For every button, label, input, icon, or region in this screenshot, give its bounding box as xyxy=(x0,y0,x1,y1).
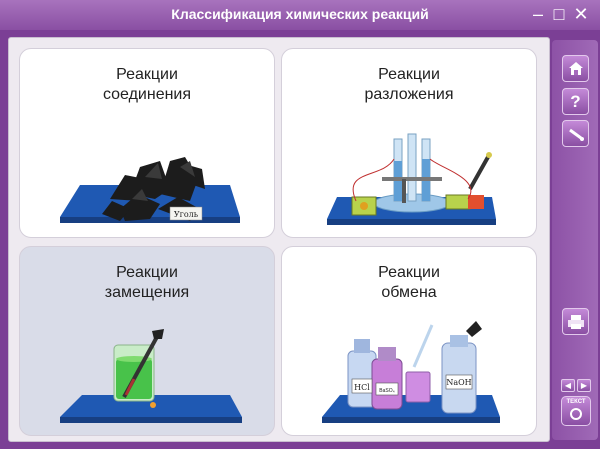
help-button[interactable]: ? xyxy=(562,88,589,115)
text-button-label: ТЕКСТ xyxy=(566,399,586,405)
window-title: Классификация химических реакций xyxy=(171,6,429,22)
content-frame: Реакции соединения Уголь xyxy=(8,37,550,442)
card-combination-reactions[interactable]: Реакции соединения Уголь xyxy=(19,48,275,238)
card-substitution-reactions[interactable]: Реакции замещения xyxy=(19,246,275,436)
card-label: Реакции соединения xyxy=(20,65,274,105)
card-label-line2: обмена xyxy=(381,284,437,301)
card-label-line2: замещения xyxy=(104,284,190,301)
help-icon: ? xyxy=(570,91,581,111)
next-arrow-button[interactable]: ▶ xyxy=(577,379,591,392)
electrolysis-illustration xyxy=(327,133,496,225)
small-label: BaSO₄ xyxy=(379,388,394,394)
card-exchange-reactions[interactable]: Реакции обмена HCl BaSO₄ NaOH xyxy=(281,246,537,436)
home-button[interactable] xyxy=(562,55,589,82)
card-label-line1: Реакции xyxy=(378,66,440,83)
card-label-line1: Реакции xyxy=(116,264,178,281)
card-label-line1: Реакции xyxy=(116,66,178,83)
naoh-label: NaOH xyxy=(446,378,471,387)
coal-illustration: Уголь xyxy=(60,157,240,223)
minimize-button[interactable]: – xyxy=(532,4,543,24)
card-label-line1: Реакции xyxy=(378,264,440,281)
text-icon xyxy=(570,408,582,420)
beaker-illustration xyxy=(60,329,242,423)
close-button[interactable]: ✕ xyxy=(573,4,589,24)
card-label-line2: разложения xyxy=(364,86,454,103)
print-button[interactable] xyxy=(562,308,589,335)
home-icon xyxy=(568,62,583,75)
card-label: Реакции замещения xyxy=(20,263,274,303)
edit-icon xyxy=(568,128,584,141)
card-label: Реакции разложения xyxy=(282,65,536,105)
edit-button[interactable] xyxy=(562,120,589,147)
card-label-line2: соединения xyxy=(102,86,192,103)
coal-tag: Уголь xyxy=(174,210,199,219)
arrow-right-icon: ▶ xyxy=(580,381,588,390)
hcl-label: HCl xyxy=(354,383,370,392)
card-decomposition-reactions[interactable]: Реакции разложения xyxy=(281,48,537,238)
prev-arrow-button[interactable]: ◀ xyxy=(561,379,575,392)
maximize-button[interactable]: □ xyxy=(553,4,565,24)
print-icon xyxy=(567,314,584,329)
card-label: Реакции обмена xyxy=(282,263,536,303)
bottles-illustration: HCl BaSO₄ NaOH xyxy=(322,321,500,423)
text-button[interactable]: ТЕКСТ xyxy=(561,396,591,426)
arrow-left-icon: ◀ xyxy=(564,381,572,390)
title-bar: Классификация химических реакций – □ ✕ xyxy=(0,0,600,30)
